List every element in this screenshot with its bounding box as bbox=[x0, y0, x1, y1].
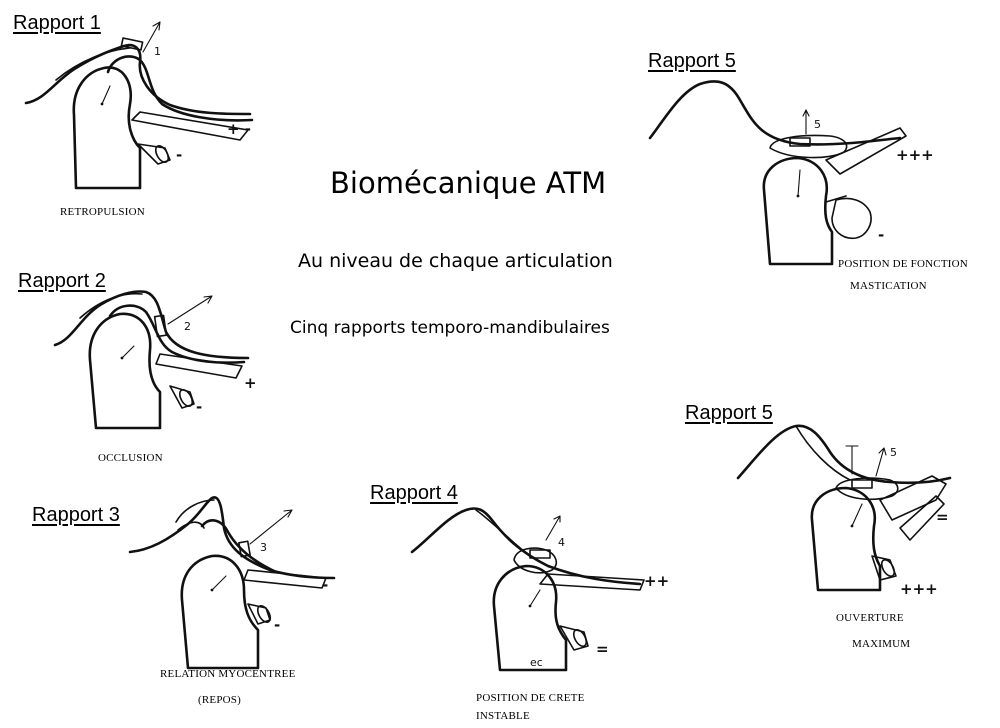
caption-4-line2: INSTABLE bbox=[476, 710, 530, 722]
caption-5a: POSITION DE FONCTION bbox=[838, 258, 968, 270]
caption-3-line2: (REPOS) bbox=[198, 694, 241, 706]
ligament-sign-2: + bbox=[244, 374, 257, 392]
muscle-sign-1: - bbox=[176, 146, 182, 164]
page-subtitle: Au niveau de chaque articulation bbox=[298, 250, 613, 272]
ligament-sign-5b: = bbox=[936, 508, 949, 526]
caption-5a-line2: MASTICATION bbox=[850, 280, 927, 292]
caption-3: RELATION MYOCENTREE bbox=[160, 668, 296, 680]
caption-5b-line2: MAXIMUM bbox=[852, 638, 911, 650]
muscle-sign-4: = bbox=[596, 640, 609, 658]
rapport-label-4: Rapport 4 bbox=[370, 482, 458, 504]
rapport-number-5a: 5 bbox=[814, 118, 821, 131]
ligament-sign-5a: +++ bbox=[896, 146, 934, 164]
page-title: Biomécanique ATM bbox=[330, 166, 607, 200]
rapport-number-1: 1 bbox=[154, 45, 161, 58]
ligament-sign-3: - bbox=[322, 576, 328, 594]
ligament-sign-4: ++ bbox=[644, 572, 669, 590]
caption-1: RETROPULSION bbox=[60, 206, 145, 218]
rapport-label-1: Rapport 1 bbox=[13, 12, 101, 34]
caption-2: OCCLUSION bbox=[98, 452, 163, 464]
tmj-diagram-3: 3 - - bbox=[128, 496, 336, 670]
muscle-sign-5b: +++ bbox=[900, 580, 938, 598]
muscle-sign-3: - bbox=[274, 616, 280, 634]
tmj-diagram-5b: 5 = +++ bbox=[736, 424, 952, 598]
caption-5b: OUVERTURE bbox=[836, 612, 904, 624]
artist-mark: ec bbox=[530, 656, 543, 669]
tmj-diagram-4: 4 ++ = ec bbox=[410, 507, 669, 672]
rapport-number-3: 3 bbox=[260, 541, 267, 554]
muscle-sign-5a: - bbox=[878, 226, 884, 244]
rapport-label-5b: Rapport 5 bbox=[685, 402, 773, 424]
rapport-label-5a: Rapport 5 bbox=[648, 50, 736, 72]
rapport-number-2: 2 bbox=[184, 320, 191, 333]
muscle-sign-2: - bbox=[196, 398, 202, 416]
rapport-number-4: 4 bbox=[558, 536, 565, 549]
tmj-diagram-2: 2 + - bbox=[53, 290, 257, 430]
page-subtitle-2: Cinq rapports temporo-mandibulaires bbox=[290, 318, 610, 338]
rapport-label-2: Rapport 2 bbox=[18, 270, 106, 292]
ligament-sign-1: + - bbox=[227, 120, 251, 138]
tmj-diagram-5a: 5 +++ - bbox=[648, 80, 934, 266]
rapport-label-3: Rapport 3 bbox=[32, 504, 120, 526]
rapport-number-5b: 5 bbox=[890, 446, 897, 459]
tmj-diagram-1: 1 + - - bbox=[24, 21, 254, 190]
caption-4: POSITION DE CRETE bbox=[476, 692, 585, 704]
